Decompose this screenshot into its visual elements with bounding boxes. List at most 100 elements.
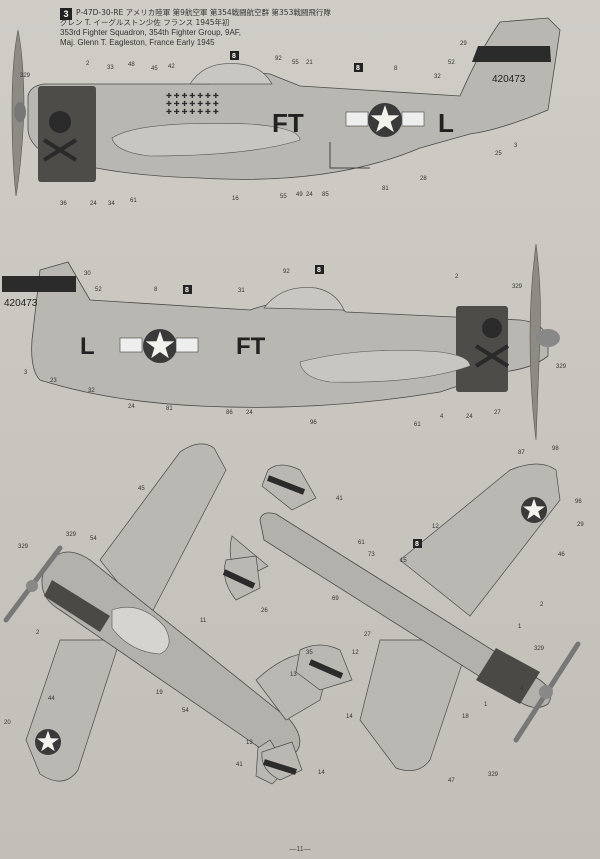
callout-36-top: 36 xyxy=(60,201,67,207)
callout-3-top: 3 xyxy=(514,143,518,149)
callout-69-br: 69 xyxy=(332,596,339,602)
callout-24-mid-2: 24 xyxy=(246,410,253,416)
callout-98-br: 98 xyxy=(552,446,559,452)
callout-24-top: 24 xyxy=(90,201,97,207)
callout-47-br: 47 xyxy=(448,778,455,784)
callout-3-mid: 3 xyxy=(24,370,28,376)
callout-2-top: 2 xyxy=(86,61,90,67)
callout-28-top: 28 xyxy=(420,176,427,182)
fuselage-code-l-mid: L xyxy=(80,333,95,360)
fuselage-code-ft-mid: FT xyxy=(236,333,266,360)
badge-8-c: 8 xyxy=(185,287,189,294)
callout-92-mid: 92 xyxy=(283,269,290,275)
page-number: —11— xyxy=(289,846,311,853)
callout-54-bl-2: 54 xyxy=(182,708,189,714)
badge-8-b: 8 xyxy=(356,65,360,72)
fuselage-code-ft-top: FT xyxy=(272,108,304,138)
callout-34-top: 34 xyxy=(108,201,115,207)
header-line-en-1: 353rd Fighter Squadron, 354th Fighter Gr… xyxy=(60,28,241,37)
callout-12-br-2: 12 xyxy=(352,650,359,656)
callout-24-low: 24 xyxy=(306,192,313,198)
callout-61-top: 61 xyxy=(130,198,137,204)
callout-14-tail-2: 14 xyxy=(318,770,325,776)
planform-underside-view xyxy=(229,463,581,771)
propeller-top-profile xyxy=(11,29,26,197)
tail-serial-top: 420473 xyxy=(492,74,526,85)
callout-13-tail: 13 xyxy=(290,672,297,678)
svg-text:✚ ✚ ✚ ✚ ✚ ✚ ✚: ✚ ✚ ✚ ✚ ✚ ✚ ✚ xyxy=(166,92,219,100)
callout-81-top: 81 xyxy=(382,186,389,192)
callout-54-bl: 54 xyxy=(90,536,97,542)
header-line-en-2: Maj. Glenn T. Eagleston, France Early 19… xyxy=(60,38,215,47)
callout-25-top: 25 xyxy=(495,151,502,157)
callout-329-br-2: 329 xyxy=(488,772,499,778)
left-side-profile: ✚ ✚ ✚ ✚ ✚ ✚ ✚ ✚ ✚ ✚ ✚ ✚ ✚ ✚ ✚ ✚ ✚ ✚ ✚ ✚ … xyxy=(11,17,561,197)
callout-14-tail: 14 xyxy=(346,714,353,720)
callout-92-top: 92 xyxy=(275,56,282,62)
callout-46-br: 46 xyxy=(558,552,565,558)
callout-41-tail: 41 xyxy=(336,496,343,502)
callout-329-top: 329 xyxy=(20,73,31,79)
nose-art-skull-top xyxy=(42,111,78,162)
callout-31-mid: 31 xyxy=(238,288,245,294)
step-number-badge: 3 xyxy=(60,8,72,20)
kill-markings-top: ✚ ✚ ✚ ✚ ✚ ✚ ✚ ✚ ✚ ✚ ✚ ✚ ✚ ✚ ✚ ✚ ✚ ✚ ✚ ✚ … xyxy=(166,92,219,116)
badge-8-a: 8 xyxy=(232,53,236,60)
callout-16-top: 16 xyxy=(232,196,239,202)
callout-35-tail: 35 xyxy=(306,650,313,656)
tail-serial-mid: 420473 xyxy=(4,298,38,309)
callout-24-mid: 24 xyxy=(128,404,135,410)
callout-44-bl: 44 xyxy=(48,696,55,702)
callout-26-tail: 26 xyxy=(261,608,268,614)
callout-73-br: 73 xyxy=(368,552,375,558)
callout-52-top: 52 xyxy=(448,60,455,66)
callout-32-mid: 32 xyxy=(88,388,95,394)
header-line-jp-2: グレン T. イーグルストン少佐 フランス 1945年初 xyxy=(60,18,230,27)
nose-art-skull-mid xyxy=(474,318,510,368)
callout-33: 33 xyxy=(107,65,114,71)
callout-329-prop: 329 xyxy=(556,364,567,370)
callout-2-bl: 2 xyxy=(36,630,40,636)
svg-text:✚ ✚ ✚ ✚ ✚ ✚ ✚: ✚ ✚ ✚ ✚ ✚ ✚ ✚ xyxy=(166,100,219,108)
header-line-jp-1: P-47D-30-RE アメリカ陸軍 第9航空軍 第354戦闘航空群 第353戦… xyxy=(76,8,331,17)
callout-96-br: 96 xyxy=(575,499,582,505)
callout-4-br: 4 xyxy=(520,686,524,692)
callout-87-br: 87 xyxy=(518,450,525,456)
callout-8-mid: 8 xyxy=(154,287,158,293)
callout-85-top: 85 xyxy=(322,192,329,198)
callout-32-top: 32 xyxy=(434,74,441,80)
propeller-mid-profile xyxy=(529,243,560,441)
badge-8-d: 8 xyxy=(317,267,321,274)
svg-text:✚ ✚ ✚ ✚ ✚ ✚ ✚: ✚ ✚ ✚ ✚ ✚ ✚ ✚ xyxy=(166,108,219,116)
callout-61-mid: 61 xyxy=(414,422,421,428)
tail-detail-view xyxy=(222,464,353,781)
callout-1-br: 1 xyxy=(518,624,522,630)
callout-20-bl: 20 xyxy=(4,720,11,726)
badge-8-e: 8 xyxy=(415,541,419,548)
callout-15-br: 15 xyxy=(400,558,407,564)
callout-19-bl: 19 xyxy=(156,690,163,696)
callout-48: 48 xyxy=(128,62,135,68)
callout-41-tail-2: 41 xyxy=(236,762,243,768)
callout-29-br: 29 xyxy=(577,522,584,528)
callout-30-mid: 30 xyxy=(84,271,91,277)
callout-61-br: 61 xyxy=(358,540,365,546)
callout-24-mid-3: 24 xyxy=(466,414,473,420)
callout-8-tail: 8 xyxy=(394,66,398,72)
callout-13-tail-2: 13 xyxy=(246,740,253,746)
callout-18-br: 18 xyxy=(462,714,469,720)
callout-27-mid: 27 xyxy=(494,410,501,416)
callout-23-mid: 23 xyxy=(50,378,57,384)
callout-27-br: 27 xyxy=(364,632,371,638)
callout-329-bl-2: 329 xyxy=(18,544,29,550)
planform-top-view xyxy=(3,443,331,785)
right-side-profile: L FT 420473 xyxy=(2,243,560,441)
callout-21-top: 21 xyxy=(306,60,313,66)
callout-52-mid: 52 xyxy=(95,287,102,293)
callout-2-br: 2 xyxy=(540,602,544,608)
callout-29-top: 29 xyxy=(460,41,467,47)
callout-1-br-2: 1 xyxy=(484,702,488,708)
decal-badges: 8 8 8 8 8 xyxy=(183,51,422,548)
callout-11-bl: 11 xyxy=(200,618,207,624)
